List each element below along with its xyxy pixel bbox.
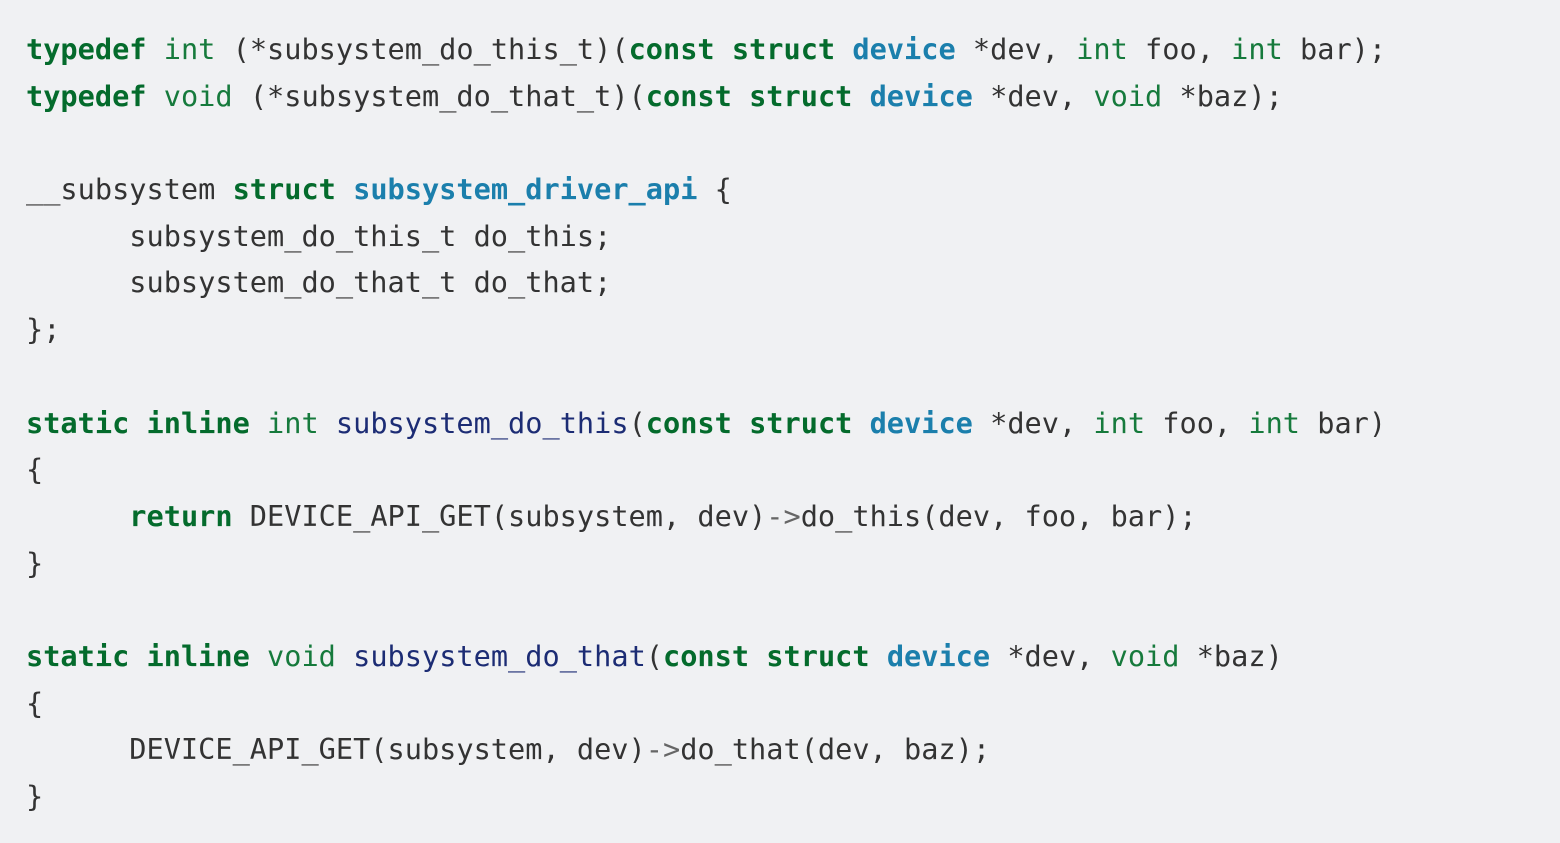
code-operator: -> — [766, 498, 801, 533]
code-class-name: device — [886, 638, 991, 673]
code-text: (*subsystem_do_this_t)( — [215, 32, 629, 66]
code-text — [715, 32, 732, 66]
code-keyword: struct — [766, 638, 870, 673]
code-class-name: device — [852, 32, 956, 66]
code-line: subsystem_do_this_t do_this; — [26, 213, 1560, 260]
code-keyword: struct — [731, 32, 836, 66]
code-text: *dev, — [955, 32, 1077, 66]
code-line: } — [26, 773, 1560, 820]
code-text — [129, 639, 146, 673]
code-text — [732, 406, 749, 440]
code-keyword: const — [645, 78, 732, 113]
code-text: { — [26, 685, 44, 720]
code-text — [336, 172, 353, 206]
code-function-name: subsystem_do_that — [353, 638, 646, 673]
code-text: subsystem_do_that_t do_that; — [26, 265, 612, 300]
code-text: *dev, — [990, 638, 1111, 673]
code-text — [336, 639, 353, 673]
code-text — [835, 32, 852, 66]
code-keyword: typedef — [26, 78, 147, 113]
code-text: ( — [628, 405, 646, 440]
code-text: *baz) — [1179, 638, 1283, 673]
code-line: return DEVICE_API_GET(subsystem, dev)->d… — [26, 493, 1560, 540]
code-text — [250, 406, 267, 440]
code-text — [129, 406, 146, 440]
code-line: typedef int (*subsystem_do_this_t)(const… — [26, 26, 1560, 73]
code-line — [26, 586, 1560, 633]
code-line: static inline void subsystem_do_that(con… — [26, 633, 1560, 680]
code-type: int — [1248, 405, 1301, 440]
code-type: int — [1093, 405, 1146, 440]
code-text — [319, 406, 336, 440]
code-type: void — [1110, 638, 1180, 673]
code-text: *baz); — [1162, 78, 1283, 113]
code-keyword: typedef — [26, 32, 147, 66]
code-line: DEVICE_API_GET(subsystem, dev)->do_that(… — [26, 726, 1560, 773]
code-keyword: struct — [749, 405, 853, 440]
code-type: int — [1076, 32, 1128, 66]
code-text: bar) — [1300, 405, 1387, 440]
code-text: *dev, — [972, 405, 1094, 440]
code-text: } — [26, 545, 44, 580]
code-function-name: subsystem_do_this — [335, 405, 629, 440]
code-line: static inline int subsystem_do_this(cons… — [26, 400, 1560, 447]
code-keyword: const — [645, 405, 732, 440]
code-line — [26, 353, 1560, 400]
code-text: do_this(dev, foo, bar); — [800, 498, 1197, 533]
code-text: do_that(dev, baz); — [680, 732, 991, 767]
code-text: foo, — [1127, 32, 1232, 66]
code-text — [852, 406, 869, 440]
code-operator: -> — [645, 732, 681, 767]
code-keyword: inline — [146, 405, 250, 440]
code-line: { — [26, 446, 1560, 493]
code-class-name: device — [869, 405, 973, 440]
code-class-name: subsystem_driver_api — [353, 172, 698, 207]
code-line: __subsystem struct subsystem_driver_api … — [26, 166, 1560, 213]
code-text — [26, 499, 129, 533]
code-keyword: struct — [749, 78, 853, 113]
code-text — [749, 639, 766, 673]
code-keyword: const — [663, 638, 750, 673]
code-type: int — [163, 32, 216, 66]
code-text: DEVICE_API_GET(subsystem, dev) — [232, 498, 767, 533]
code-class-name: device — [869, 78, 973, 113]
code-text: } — [26, 779, 44, 813]
code-text — [732, 79, 749, 113]
code-text — [852, 79, 869, 113]
code-type: void — [1093, 78, 1163, 113]
code-text: foo, — [1145, 405, 1249, 440]
code-line: { — [26, 680, 1560, 727]
code-text: subsystem_do_this_t do_this; — [26, 218, 612, 253]
code-keyword: struct — [232, 172, 336, 207]
code-text: bar); — [1282, 32, 1387, 66]
code-text — [870, 639, 887, 673]
code-text: { — [697, 172, 732, 207]
code-keyword: return — [129, 498, 233, 533]
code-keyword: static — [26, 638, 130, 673]
code-type: void — [163, 78, 233, 113]
code-text: }; — [26, 312, 61, 347]
code-line: typedef void (*subsystem_do_that_t)(cons… — [26, 73, 1560, 120]
code-text — [147, 79, 164, 113]
code-keyword: const — [628, 32, 715, 66]
code-text: { — [26, 452, 44, 487]
code-type: void — [267, 638, 336, 673]
code-text: (*subsystem_do_that_t)( — [232, 78, 646, 113]
code-text — [250, 639, 267, 673]
code-text: *dev, — [972, 78, 1094, 113]
code-keyword: inline — [146, 638, 250, 673]
code-text: __subsystem — [26, 172, 233, 207]
code-type: int — [1231, 32, 1283, 66]
code-keyword: static — [26, 405, 130, 440]
code-line: }; — [26, 306, 1560, 353]
code-line — [26, 119, 1560, 166]
code-line: } — [26, 540, 1560, 587]
code-line: subsystem_do_that_t do_that; — [26, 259, 1560, 306]
code-text — [147, 32, 164, 66]
code-text: ( — [645, 638, 663, 673]
code-text: DEVICE_API_GET(subsystem, dev) — [26, 732, 646, 767]
code-type: int — [267, 405, 319, 440]
